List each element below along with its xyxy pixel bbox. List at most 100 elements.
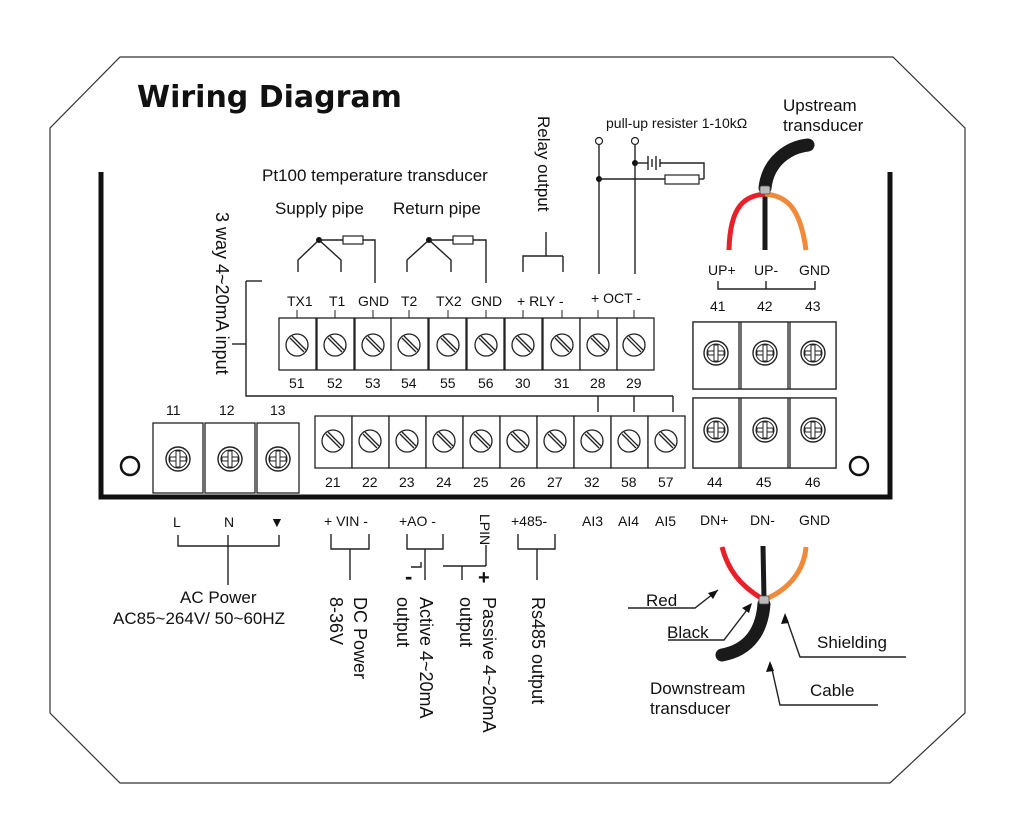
input-4-20-label: 3 way 4~20mA input	[212, 212, 232, 375]
svg-text:22: 22	[362, 474, 378, 490]
cable-callouts	[628, 589, 906, 706]
terminal-24-screw-icon	[432, 429, 456, 453]
terminal-30-screw-icon	[511, 333, 535, 357]
supply-pipe-label: Supply pipe	[275, 199, 364, 218]
bottom-terminal-block	[314, 415, 686, 469]
ac-power-spec: AC85~264V/ 50~60HZ	[113, 609, 285, 628]
bottom-terminal-labels: + VIN - +AO - LPIN +485- AI3 AI4 AI5	[324, 513, 676, 545]
svg-text:UP+: UP+	[708, 262, 736, 278]
relay-bracket	[522, 232, 547, 272]
svg-text:AI4: AI4	[618, 513, 639, 529]
upstream-labels: UP+ UP- GND	[708, 262, 830, 278]
page-title: Wiring Diagram	[137, 80, 402, 115]
downstream-numbers: 44 45 46	[707, 474, 821, 490]
svg-text:24: 24	[436, 474, 452, 490]
output-brackets	[330, 534, 556, 580]
terminal-27-screw-icon	[543, 429, 567, 453]
terminal-55-screw-icon	[436, 333, 460, 357]
upstream-cable	[726, 138, 815, 251]
terminal-13-screw-icon	[265, 446, 291, 472]
svg-text:▼: ▼	[270, 514, 284, 530]
svg-text:30: 30	[515, 375, 531, 391]
svg-text:58: 58	[621, 474, 637, 490]
svg-text:42: 42	[757, 298, 773, 314]
svg-text:LPIN: LPIN	[477, 514, 493, 545]
relay-output-label: Relay output	[534, 116, 553, 212]
ac-power-label: AC Power	[180, 588, 257, 607]
svg-text:L: L	[173, 514, 181, 530]
svg-text:AI3: AI3	[582, 513, 603, 529]
panel-outline	[49, 56, 966, 784]
svg-text:26: 26	[510, 474, 526, 490]
pt100-label: Pt100 temperature transducer	[262, 166, 488, 185]
supply-sensor-symbol	[297, 235, 376, 283]
bottom-terminal-numbers: 21 22 23 24 25 26 27 32 58 57	[325, 474, 674, 490]
svg-text:27: 27	[547, 474, 563, 490]
svg-text:13: 13	[270, 402, 286, 418]
top-terminal-numbers: 51 52 53 54 55 56 30 31 28 29	[289, 375, 642, 391]
upstream-numbers: 41 42 43	[710, 298, 821, 314]
terminal-12-screw-icon	[217, 446, 243, 472]
dc-power-spec: 8-36V	[326, 597, 346, 645]
svg-text:29: 29	[626, 375, 642, 391]
mounting-hole-left	[119, 455, 141, 477]
svg-text:51: 51	[289, 375, 305, 391]
power-terminal-block	[152, 422, 300, 494]
minus-sign: -	[405, 564, 412, 589]
svg-text:GND: GND	[799, 262, 830, 278]
downstream-label-1: Downstream	[650, 679, 745, 698]
downstream-cable	[715, 545, 809, 662]
plus-sign: +	[478, 567, 490, 589]
terminal-56-screw-icon	[474, 333, 498, 357]
svg-text:44: 44	[707, 474, 723, 490]
svg-text:GND: GND	[358, 293, 389, 309]
svg-text:31: 31	[554, 375, 570, 391]
terminal-52-screw-icon	[323, 333, 347, 357]
svg-text:45: 45	[756, 474, 772, 490]
terminal-42-screw-icon	[752, 340, 778, 366]
ai-bus-line	[245, 281, 673, 397]
terminal-23-screw-icon	[395, 429, 419, 453]
svg-text:53: 53	[365, 375, 381, 391]
svg-text:56: 56	[478, 375, 494, 391]
terminal-46-screw-icon	[800, 417, 826, 443]
svg-text:57: 57	[658, 474, 674, 490]
rs485-output-label: Rs485 output	[528, 597, 548, 704]
downstream-label-2: transducer	[650, 699, 731, 718]
svg-text:21: 21	[325, 474, 341, 490]
svg-text:T1: T1	[329, 293, 346, 309]
return-pipe-label: Return pipe	[393, 199, 481, 218]
svg-text:12: 12	[219, 402, 235, 418]
dc-power-label: DC Power	[350, 597, 370, 679]
passive-output-sub: output	[456, 597, 476, 647]
svg-text:+ VIN -: + VIN -	[324, 513, 368, 529]
svg-text:52: 52	[327, 375, 343, 391]
svg-text:54: 54	[401, 375, 417, 391]
mounting-hole-right	[848, 455, 870, 477]
pullup-circuit	[594, 136, 705, 274]
svg-text:41: 41	[710, 298, 726, 314]
svg-text:+ OCT -: + OCT -	[591, 290, 641, 306]
terminal-58-screw-icon	[617, 429, 641, 453]
svg-text:+AO -: +AO -	[399, 513, 436, 529]
terminal-57-screw-icon	[654, 429, 678, 453]
meter-case	[98, 172, 893, 500]
top-terminal-labels: TX1 T1 GND T2 TX2 GND + RLY - + OCT -	[287, 290, 641, 309]
svg-text:TX1: TX1	[287, 293, 313, 309]
terminal-29-screw-icon	[622, 333, 646, 357]
svg-text:GND: GND	[799, 512, 830, 528]
terminal-53-screw-icon	[361, 333, 385, 357]
svg-text:28: 28	[590, 375, 606, 391]
transducer-terminal-block	[692, 321, 837, 469]
svg-text:55: 55	[440, 375, 456, 391]
terminal-31-screw-icon	[550, 333, 574, 357]
svg-text:43: 43	[805, 298, 821, 314]
power-terminal-numbers: 11 12 13	[166, 402, 286, 418]
active-output-label: Active 4~20mA	[416, 597, 436, 719]
terminal-32-screw-icon	[580, 429, 604, 453]
return-sensor-symbol	[406, 235, 487, 283]
svg-text:T2: T2	[401, 293, 418, 309]
terminal-26-screw-icon	[506, 429, 530, 453]
svg-text:TX2: TX2	[436, 293, 462, 309]
